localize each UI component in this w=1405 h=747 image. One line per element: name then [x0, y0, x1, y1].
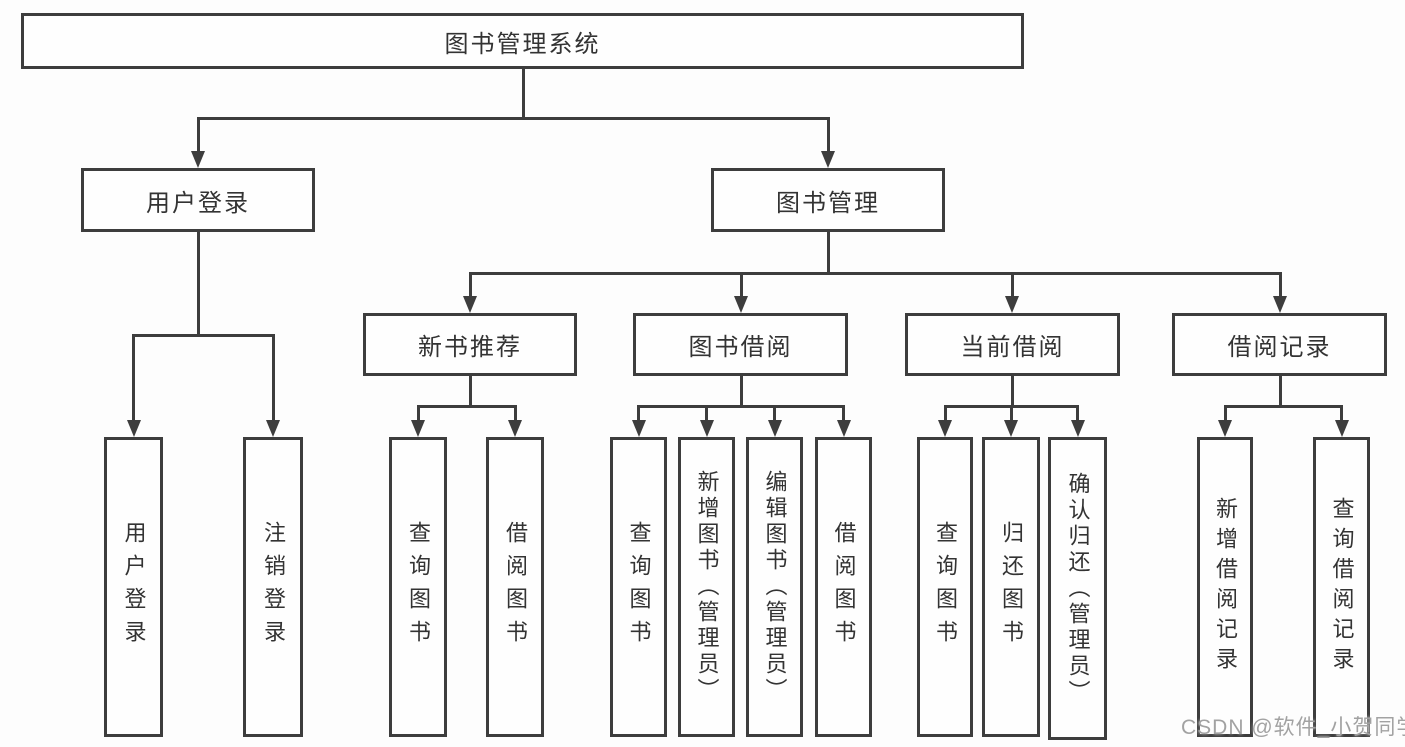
new-book-recommend-to-leaves-rail [416, 404, 517, 408]
leaf-query-books-recommend-label: 查询图书 [406, 521, 431, 653]
root-to-branches-rail [196, 116, 830, 120]
user-login-to-leaves-rail [132, 333, 275, 337]
leaf-query-books-borrowing-node: 查询图书 [610, 437, 667, 737]
module-book-borrowing-node: 图书借阅 [633, 313, 848, 376]
user-login-to-leaves-drop [271, 335, 275, 422]
branch-user-login-label: 用户登录 [146, 189, 250, 217]
leaf-query-books-current-node: 查询图书 [917, 437, 973, 737]
arrowhead-down-icon [1005, 296, 1019, 313]
leaf-edit-books-admin-node: 编辑图书（管理员） [746, 437, 803, 737]
book-management-to-modules-drop [1278, 273, 1282, 298]
arrowhead-down-icon [734, 296, 748, 313]
leaf-confirm-return-admin-label: 确认归还（管理员） [1065, 471, 1091, 706]
arrowhead-down-icon [266, 420, 280, 437]
new-book-recommend-to-leaves-stem [468, 375, 472, 408]
book-borrowing-to-leaves-stem [739, 375, 743, 408]
module-new-book-recommend-node: 新书推荐 [363, 313, 577, 376]
leaf-logout-label: 注销登录 [261, 521, 286, 653]
arrowhead-down-icon [1334, 420, 1349, 437]
arrowhead-down-icon [631, 420, 646, 437]
arrowhead-down-icon [767, 420, 782, 437]
branch-book-management-label: 图书管理 [776, 189, 880, 217]
leaf-query-borrow-record-node: 查询借阅记录 [1313, 437, 1370, 737]
leaf-query-books-recommend-node: 查询图书 [389, 437, 447, 737]
csdn-watermark: CSDN @软件_小贺同学 [1181, 716, 1405, 739]
user-login-to-leaves-stem [196, 231, 200, 337]
book-borrowing-to-leaves-drop [773, 406, 776, 422]
arrowhead-down-icon [126, 420, 141, 437]
root-to-branches-drop [196, 118, 200, 153]
arrowhead-down-icon [1218, 420, 1232, 437]
leaf-add-books-admin-node: 新增图书（管理员） [678, 437, 735, 737]
book-management-to-modules-stem [826, 231, 830, 275]
branch-book-management-node: 图书管理 [711, 168, 945, 232]
current-borrowing-to-leaves-drop [1009, 406, 1013, 422]
leaf-borrow-books-recommend-label: 借阅图书 [503, 521, 528, 653]
book-borrowing-to-leaves-rail [637, 404, 845, 408]
book-borrowing-to-leaves-drop [842, 406, 845, 422]
leaf-query-borrow-record-label: 查询借阅记录 [1329, 497, 1355, 677]
arrowhead-down-icon [191, 151, 205, 168]
current-borrowing-to-leaves-drop [1076, 406, 1079, 422]
leaf-confirm-return-admin-node: 确认归还（管理员） [1048, 437, 1107, 740]
current-borrowing-to-leaves-stem [1010, 375, 1014, 408]
user-login-to-leaves-drop [132, 335, 135, 422]
book-management-to-modules-drop [739, 273, 743, 298]
leaf-user-login-node: 用户登录 [104, 437, 163, 737]
leaf-query-books-current-label: 查询图书 [933, 521, 958, 653]
arrowhead-down-icon [1070, 420, 1085, 437]
leaf-edit-books-admin-label: 编辑图书（管理员） [762, 470, 788, 704]
module-borrowing-records-label: 借阅记录 [1227, 334, 1332, 361]
new-book-recommend-to-leaves-drop [416, 406, 420, 422]
leaf-add-books-admin-label: 新增图书（管理员） [694, 470, 720, 704]
leaf-logout-node: 注销登录 [243, 437, 303, 737]
book-borrowing-to-leaves-drop [637, 406, 640, 422]
module-book-borrowing-label: 图书借阅 [688, 334, 793, 361]
new-book-recommend-to-leaves-drop [513, 406, 517, 422]
root-label: 图书管理系统 [444, 30, 601, 58]
root-to-branches-stem [521, 68, 525, 120]
arrowhead-down-icon [1004, 420, 1018, 437]
module-current-borrowing-node: 当前借阅 [905, 313, 1120, 376]
book-borrowing-to-leaves-drop [705, 406, 708, 422]
borrowing-records-to-leaves-stem [1278, 375, 1282, 408]
leaf-add-borrow-record-label: 新增借阅记录 [1213, 497, 1238, 677]
borrowing-records-to-leaves-drop [1223, 406, 1227, 422]
borrowing-records-to-leaves-rail [1223, 404, 1343, 408]
leaf-query-books-borrowing-label: 查询图书 [626, 521, 652, 653]
leaf-add-borrow-record-node: 新增借阅记录 [1197, 437, 1253, 737]
root-to-branches-drop [826, 118, 830, 153]
leaf-borrow-books-recommend-node: 借阅图书 [486, 437, 544, 737]
arrowhead-down-icon [508, 420, 522, 437]
module-borrowing-records-node: 借阅记录 [1172, 313, 1387, 376]
leaf-return-books-label: 归还图书 [999, 521, 1024, 653]
leaf-borrow-books-borrowing-label: 借阅图书 [831, 521, 857, 653]
arrowhead-down-icon [1273, 296, 1287, 313]
book-management-to-modules-rail [468, 271, 1282, 275]
arrowhead-down-icon [821, 151, 835, 168]
module-current-borrowing-label: 当前借阅 [960, 334, 1065, 361]
current-borrowing-to-leaves-drop [943, 406, 947, 422]
arrowhead-down-icon [938, 420, 952, 437]
borrowing-records-to-leaves-drop [1340, 406, 1343, 422]
book-management-to-modules-drop [1010, 273, 1014, 298]
arrowhead-down-icon [463, 296, 477, 313]
leaf-borrow-books-borrowing-node: 借阅图书 [815, 437, 872, 737]
root-node: 图书管理系统 [21, 13, 1024, 69]
leaf-return-books-node: 归还图书 [982, 437, 1040, 737]
arrowhead-down-icon [411, 420, 425, 437]
branch-user-login-node: 用户登录 [81, 168, 315, 232]
book-management-to-modules-drop [468, 273, 472, 298]
arrowhead-down-icon [836, 420, 851, 437]
arrowhead-down-icon [699, 420, 714, 437]
leaf-user-login-label: 用户登录 [121, 521, 147, 653]
module-new-book-recommend-label: 新书推荐 [418, 334, 522, 361]
